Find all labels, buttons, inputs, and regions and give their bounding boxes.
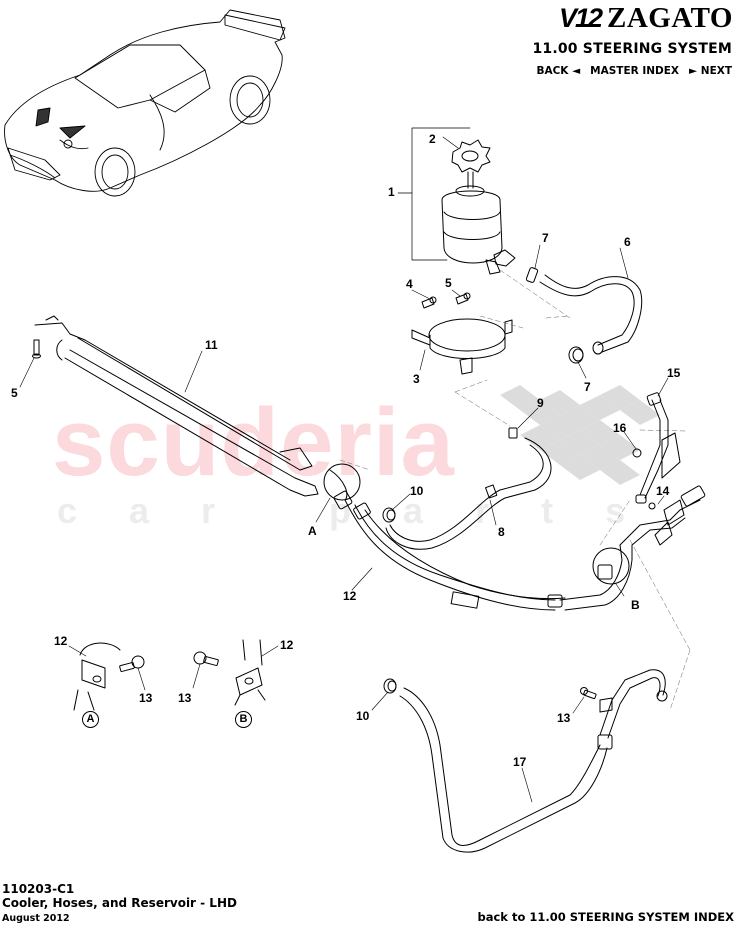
callout-9[interactable]: 9 (537, 396, 544, 410)
hose-assembly-12 (329, 469, 701, 611)
detail-badge-b: B (235, 711, 252, 728)
detail-ref-b[interactable]: B (631, 598, 640, 612)
detail-badge-a: A (82, 711, 99, 728)
callout-13-detail-a[interactable]: 13 (139, 691, 153, 705)
callout-12-detail-a[interactable]: 12 (54, 634, 68, 648)
hose-8 (385, 427, 552, 550)
callout-8[interactable]: 8 (498, 525, 505, 539)
section-title: 11.00 STEERING SYSTEM (532, 41, 732, 57)
callout-16[interactable]: 16 (613, 421, 627, 435)
callout-12-detail-b[interactable]: 12 (280, 638, 294, 652)
detail-a-inset (73, 642, 145, 711)
clip-10-lower (383, 678, 397, 694)
callout-15[interactable]: 15 (667, 366, 681, 380)
detail-circle-b (592, 547, 630, 585)
brand-name: ZAGATO (606, 2, 733, 34)
callout-4[interactable]: 4 (406, 277, 413, 291)
back-to-index-link[interactable]: back to 11.00 STEERING SYSTEM INDEX (477, 910, 735, 924)
callout-5-reservoir[interactable]: 5 (445, 276, 452, 290)
master-index-link[interactable]: MASTER INDEX (590, 65, 680, 77)
clip-7-lower (568, 346, 584, 364)
callout-5-cooler[interactable]: 5 (11, 386, 18, 400)
next-link[interactable]: ► NEXT (689, 65, 732, 77)
detail-b-inset (193, 639, 266, 706)
callout-1[interactable]: 1 (388, 185, 395, 199)
callout-bracket-1 (397, 127, 471, 261)
diagram-title: Cooler, Hoses, and Reservoir - LHD (2, 896, 237, 910)
callout-3[interactable]: 3 (413, 372, 420, 386)
callout-17[interactable]: 17 (513, 755, 527, 769)
hose-6 (539, 274, 643, 355)
hose-17 (399, 669, 668, 853)
diagram-date: August 2012 (2, 913, 70, 924)
brand-badge: V12 (558, 3, 603, 33)
connector-9 (508, 427, 518, 439)
callout-6[interactable]: 6 (624, 235, 631, 249)
bolt-16 (632, 448, 642, 458)
car-illustration (4, 9, 286, 197)
reservoir-body (441, 185, 516, 275)
reservoir-cap (442, 136, 491, 189)
callout-13-detail-b[interactable]: 13 (178, 691, 192, 705)
bolt-5-cooler (32, 339, 41, 359)
back-link[interactable]: BACK ◄ (536, 65, 581, 77)
bolt-13-lower (580, 687, 597, 700)
guide-lines (339, 269, 691, 711)
callout-10-upper[interactable]: 10 (410, 484, 424, 498)
sensor-14 (648, 485, 706, 546)
callout-12-main[interactable]: 12 (343, 589, 357, 603)
clip-7-upper (525, 267, 539, 283)
leader-lines (19, 244, 669, 803)
nav-bar: BACK ◄ MASTER INDEX ► NEXT (536, 65, 732, 77)
watermark-sub: car parts (57, 490, 678, 531)
callout-7-lower[interactable]: 7 (584, 380, 591, 394)
callout-2[interactable]: 2 (429, 132, 436, 146)
callout-11[interactable]: 11 (205, 338, 218, 352)
callout-10-lower[interactable]: 10 (356, 709, 370, 723)
oil-cooler (34, 315, 319, 497)
callout-7-upper[interactable]: 7 (542, 231, 549, 245)
callout-13-lower[interactable]: 13 (557, 711, 571, 725)
detail-circle-a (323, 463, 361, 501)
pipe-15 (635, 392, 681, 504)
checkered-flag-watermark (500, 385, 660, 485)
reservoir-bracket (411, 292, 513, 375)
clip-10-upper (382, 507, 396, 523)
callout-14[interactable]: 14 (656, 484, 670, 498)
diagram-code: 110203-C1 (2, 882, 75, 896)
detail-ref-a[interactable]: A (308, 524, 317, 538)
